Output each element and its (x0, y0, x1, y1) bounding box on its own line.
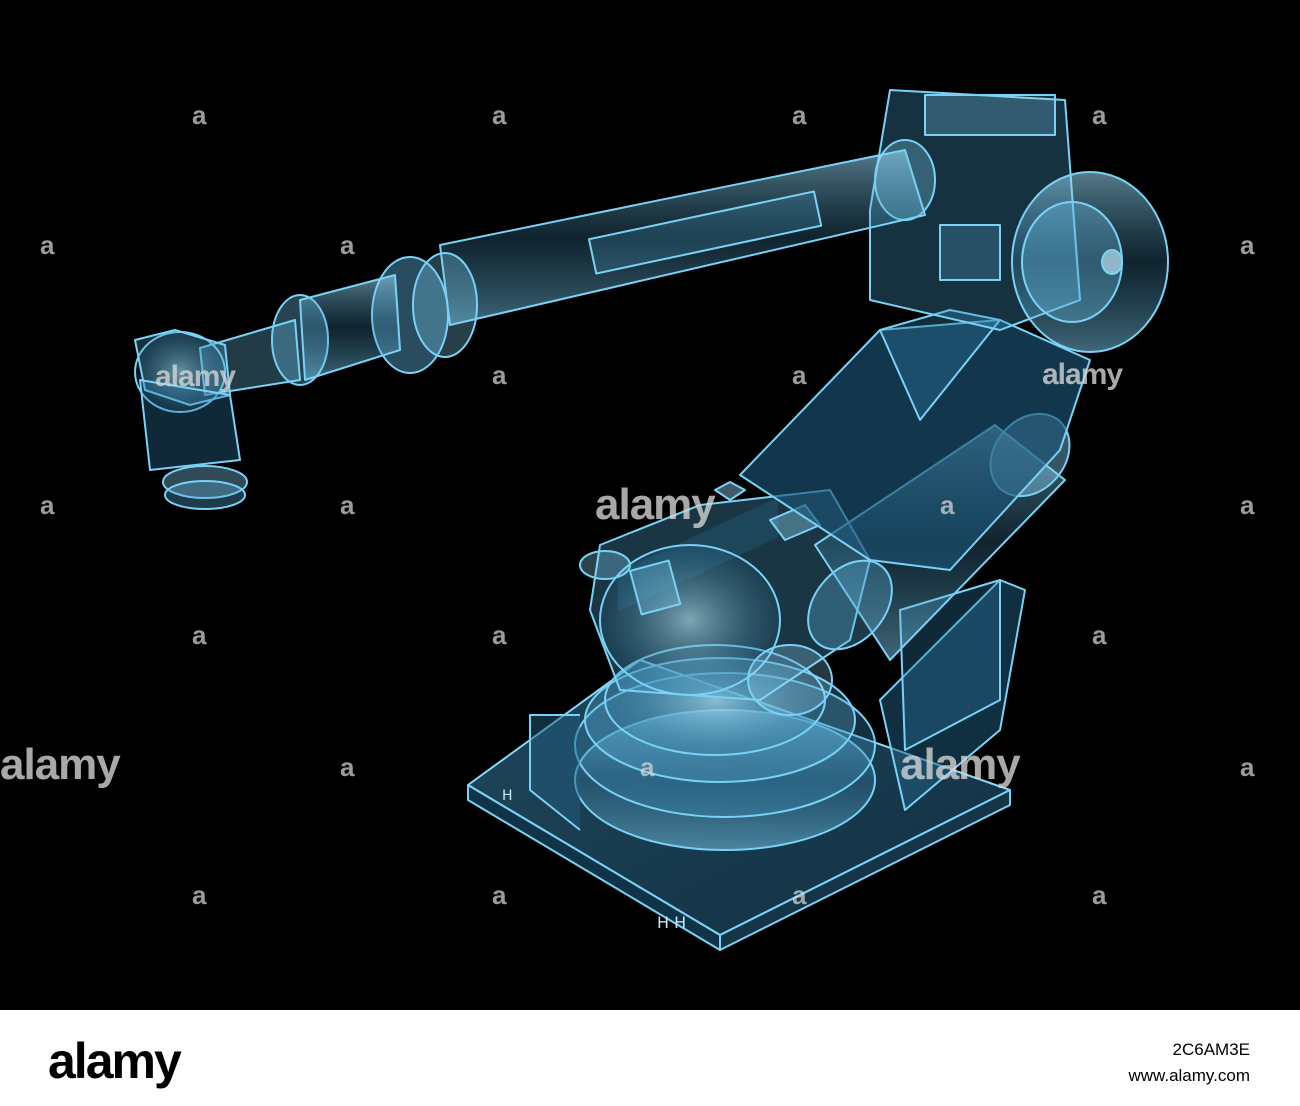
stock-footer-bar: alamy 2C6AM3E www.alamy.com (0, 1010, 1300, 1106)
elbow-joint (869, 89, 1169, 353)
alamy-logo: alamy (48, 1033, 182, 1089)
image-id: 2C6AM3E (1172, 1040, 1250, 1059)
svg-text:H: H (502, 788, 513, 804)
wrist-flange (134, 329, 248, 510)
svg-text:H H: H H (657, 913, 686, 932)
robot-arm-xray-render: H H H (134, 89, 1169, 951)
upper-arm-tube (199, 149, 926, 396)
lower-arm (739, 309, 1091, 571)
site-url: www.alamy.com (1128, 1066, 1250, 1085)
